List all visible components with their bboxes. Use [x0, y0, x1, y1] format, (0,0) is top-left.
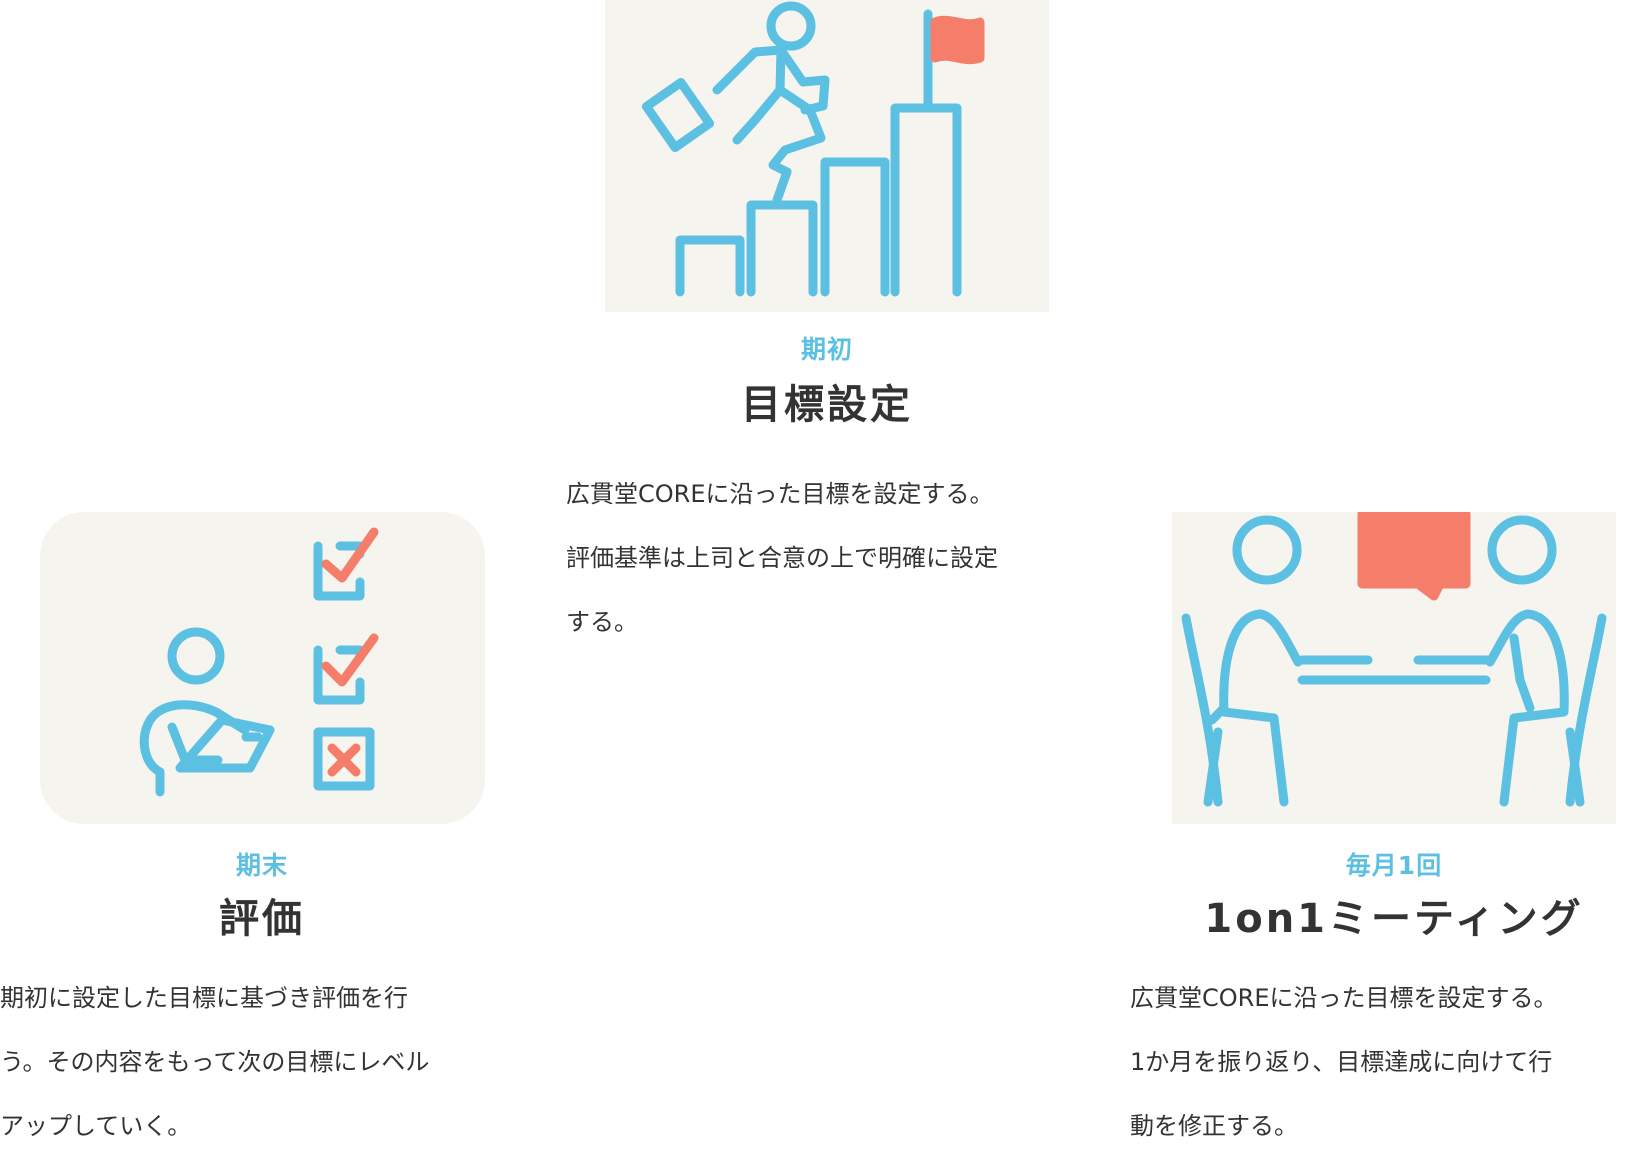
person-checklist-icon: [40, 512, 485, 824]
step-description: 広貫堂COREに沿った目標を設定する。 評価基準は上司と合意の上で明確に設定 す…: [566, 462, 1106, 654]
step-description: 期初に設定した目標に基づき評価を行 う。その内容をもって次の目標にレベル アップ…: [0, 966, 540, 1158]
description-line: アップしていく。: [0, 1112, 192, 1140]
step-title: 評価: [219, 896, 305, 942]
step-subtitle: 期末: [235, 851, 288, 880]
climbing-stairs-flag-icon: [605, 0, 1049, 312]
two-people-meeting-icon: [1172, 512, 1616, 824]
step-description: 広貫堂COREに沿った目標を設定する。 1か月を振り返り、目標達成に向けて行 動…: [1130, 966, 1640, 1158]
description-line: う。その内容をもって次の目標にレベル: [0, 1048, 430, 1076]
description-line: 動を修正する。: [1130, 1112, 1298, 1140]
description-line: 期初に設定した目標に基づき評価を行: [0, 984, 408, 1012]
description-line: 1か月を振り返り、目標達成に向けて行: [1130, 1048, 1553, 1076]
description-line: 評価基準は上司と合意の上で明確に設定: [566, 544, 998, 572]
step-subtitle: 期初: [800, 335, 853, 364]
step-title: 目標設定: [741, 382, 913, 428]
step-subtitle: 毎月1回: [1345, 851, 1443, 880]
description-line: する。: [566, 608, 638, 636]
step-title: 1on1ミーティング: [1204, 896, 1584, 942]
description-line: 広貫堂COREに沿った目標を設定する。: [1130, 984, 1558, 1012]
description-line: 広貫堂COREに沿った目標を設定する。: [566, 480, 994, 508]
